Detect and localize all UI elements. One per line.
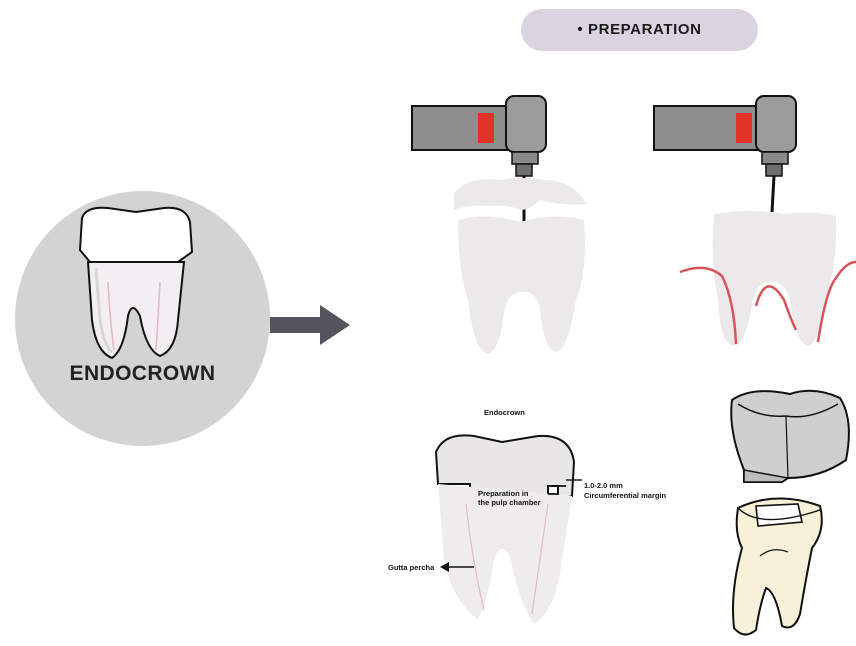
prep-surface [756, 504, 802, 526]
crown-ceramic [731, 391, 849, 482]
